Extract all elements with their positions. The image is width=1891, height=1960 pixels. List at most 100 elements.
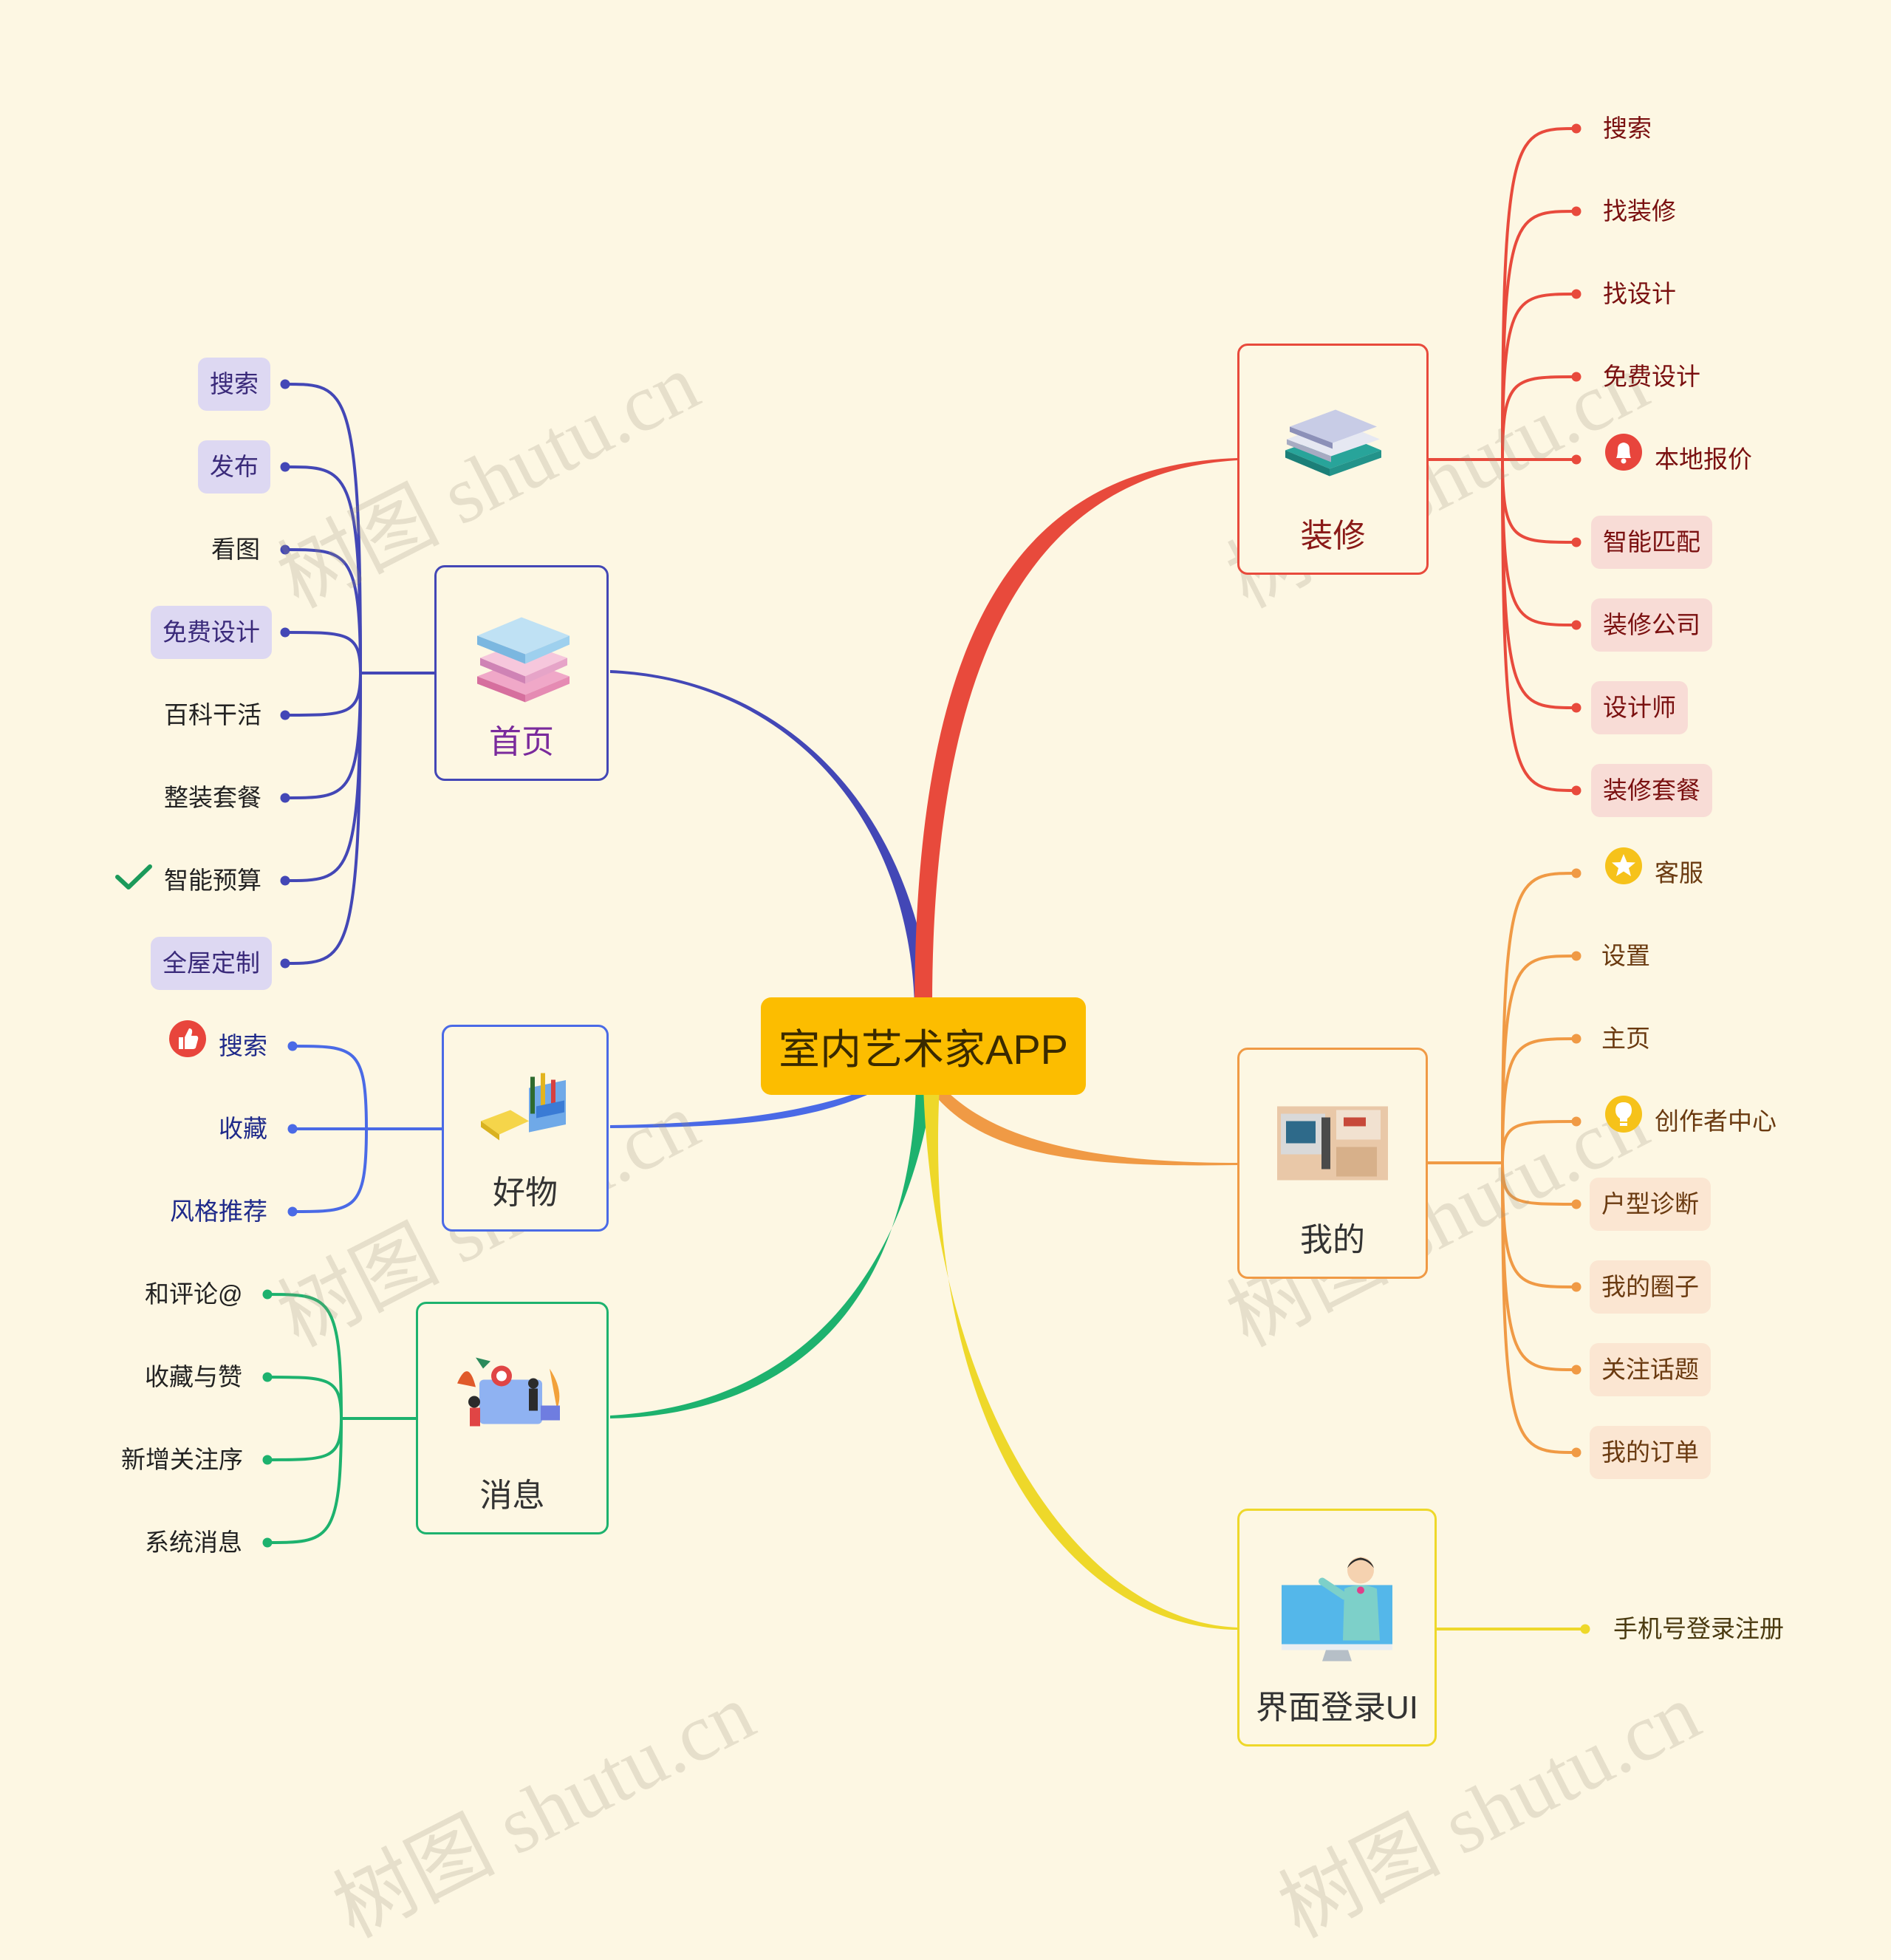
connector (266, 1376, 343, 1420)
subtopic-full-package[interactable]: 整装套餐 (164, 784, 261, 811)
subtopic-phone-login-register[interactable]: 手机号登录注册 (1613, 1615, 1784, 1642)
connector-dot (1571, 206, 1581, 216)
topic-goods[interactable]: 好物 (442, 1025, 609, 1232)
mind-map-canvas: 树图 shutu.cn 树图 shutu.cn 树图 shutu.cn 树图 s… (115, 115, 1784, 1954)
connector-dot (1571, 537, 1581, 547)
subtopic-publish[interactable]: 发布 (198, 440, 270, 494)
subtopic-designer[interactable]: 设计师 (1591, 681, 1688, 734)
connector (1501, 458, 1578, 792)
branch-mine (934, 1086, 1238, 1166)
connector (1501, 1161, 1578, 1454)
subtopic-my-circles[interactable]: 我的圈子 (1590, 1260, 1711, 1314)
stacked-books-icon (470, 607, 573, 706)
topic-login-ui[interactable]: 界面登录UI (1237, 1509, 1437, 1746)
subtopic-my-orders[interactable]: 我的订单 (1590, 1426, 1711, 1479)
star-icon (1604, 847, 1643, 904)
connector (1501, 458, 1578, 709)
connector (285, 465, 362, 675)
connector-dot (1571, 1199, 1581, 1209)
subtopic-whole-house-custom[interactable]: 全屋定制 (151, 937, 272, 990)
connector (1501, 210, 1578, 461)
subtopic-style-recommend[interactable]: 风格推荐 (170, 1198, 267, 1225)
central-topic[interactable]: 室内艺术家APP (761, 997, 1086, 1095)
branch-goods (610, 1080, 894, 1128)
connector (1501, 293, 1578, 461)
subtopic-find-renovation[interactable]: 找装修 (1603, 197, 1676, 225)
connector (266, 1417, 343, 1461)
subtopic-goods-search[interactable]: 搜索 (168, 1020, 267, 1073)
subtopic-system-messages[interactable]: 系统消息 (145, 1529, 242, 1556)
subtopic-settings[interactable]: 设置 (1601, 942, 1650, 969)
connector-dot (280, 462, 290, 472)
subtopic-smart-budget[interactable]: 智能预算 (115, 854, 261, 907)
connector (285, 548, 362, 675)
subtopic-label: 搜索 (219, 1032, 267, 1060)
subtopic-deco-package[interactable]: 装修套餐 (1591, 764, 1712, 817)
subtopic-smart-match[interactable]: 智能匹配 (1591, 516, 1712, 569)
connector-dot (1571, 1447, 1581, 1458)
topic-label: 首页 (489, 724, 554, 760)
presenter-screen-icon (1278, 1551, 1396, 1666)
book-stack-icon (1278, 398, 1389, 483)
connector (1501, 955, 1578, 1164)
subtopic-likes[interactable]: 收藏与赞 (145, 1363, 242, 1390)
connector-dot (262, 1289, 273, 1300)
branch-login (923, 1086, 1238, 1630)
connector-dot (287, 1206, 298, 1217)
connector (291, 1045, 368, 1130)
connector-dot (287, 1041, 298, 1051)
subtopic-comments[interactable]: 和评论@ (145, 1280, 243, 1308)
subtopic-deco-search[interactable]: 搜索 (1603, 115, 1652, 142)
subtopic-search[interactable]: 搜索 (198, 358, 270, 411)
subtopic-deco-company[interactable]: 装修公司 (1591, 598, 1712, 652)
subtopic-local-quote[interactable]: 本地报价 (1604, 433, 1752, 486)
branch-home (610, 670, 932, 1005)
subtopic-customer-service[interactable]: 客服 (1604, 847, 1703, 900)
connector-dot (280, 793, 290, 803)
connector (1501, 1120, 1578, 1164)
connector-dot (1571, 1365, 1581, 1375)
connector-dot (1571, 868, 1581, 878)
connector-dot (280, 710, 290, 720)
subtopic-creator-center[interactable]: 创作者中心 (1604, 1095, 1777, 1148)
connector (1501, 375, 1578, 461)
subtopic-floorplan-diagnosis[interactable]: 户型诊断 (1590, 1178, 1711, 1231)
subtopic-encyclopedia[interactable]: 百科干活 (164, 701, 261, 728)
subtopic-homepage[interactable]: 主页 (1601, 1025, 1650, 1052)
connector-dot (280, 875, 290, 886)
subtopic-favorites[interactable]: 收藏 (219, 1115, 267, 1142)
subtopic-followed-topics[interactable]: 关注话题 (1590, 1343, 1711, 1396)
connector-dot (1571, 1116, 1581, 1127)
connector-dot (287, 1124, 298, 1134)
topic-mine[interactable]: 我的 (1237, 1048, 1428, 1279)
branch-msg (610, 1086, 934, 1418)
connector-dot (1571, 620, 1581, 630)
connector-dot (1571, 1282, 1581, 1292)
connector (266, 1417, 343, 1544)
connector-dot (1571, 1034, 1581, 1044)
connector (1501, 1161, 1578, 1288)
thumbs-up-icon (168, 1020, 207, 1076)
bell-icon (1604, 433, 1643, 490)
connector-dot (262, 1537, 273, 1548)
stationery-icon (477, 1070, 573, 1155)
subtopic-new-follows[interactable]: 新增关注序 (121, 1446, 243, 1473)
connector (285, 383, 362, 675)
connector (266, 1293, 343, 1420)
connector (285, 672, 362, 799)
connector-dot (1571, 951, 1581, 961)
subtopic-find-design[interactable]: 找设计 (1603, 280, 1676, 307)
subtopic-view-images[interactable]: 看图 (211, 536, 260, 563)
connector-dot (262, 1455, 273, 1465)
connector-dot (280, 958, 290, 969)
subtopic-deco-free-design[interactable]: 免费设计 (1603, 363, 1700, 390)
connector (1501, 1037, 1578, 1164)
topic-messages[interactable]: 消息 (416, 1302, 609, 1534)
connector (285, 631, 362, 675)
topic-label: 消息 (479, 1478, 545, 1514)
topic-label: 界面登录UI (1256, 1690, 1418, 1726)
branch-deco (914, 458, 1238, 1005)
topic-decoration[interactable]: 装修 (1237, 344, 1429, 575)
topic-home[interactable]: 首页 (434, 565, 609, 781)
subtopic-free-design[interactable]: 免费设计 (151, 606, 272, 659)
